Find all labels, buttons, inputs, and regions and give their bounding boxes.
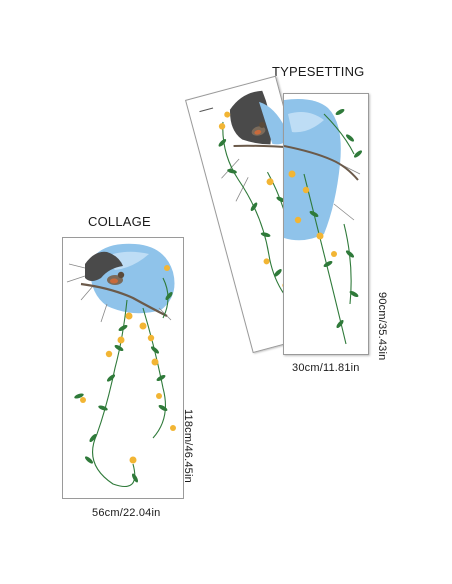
sky-opening	[284, 99, 341, 241]
bird-icon	[251, 121, 266, 136]
typesetting-right-artwork	[284, 99, 363, 345]
leaves	[74, 291, 173, 483]
rock-edge	[85, 251, 123, 281]
collage-artwork	[66, 243, 176, 488]
typesetting-panel-right	[283, 93, 369, 355]
typesetting-panel-left	[185, 75, 344, 354]
branch	[284, 145, 359, 181]
typesetting-height-label: 90cm/35.43in	[376, 292, 388, 361]
branch	[80, 282, 168, 317]
collage-title: COLLAGE	[88, 214, 151, 229]
typesetting-left-artwork	[199, 90, 307, 318]
collage-panel	[62, 237, 184, 499]
bird-icon	[107, 271, 125, 285]
collage-width-label: 56cm/22.04in	[92, 507, 161, 519]
flowers	[80, 265, 176, 464]
typesetting-width-label: 30cm/11.81in	[292, 362, 360, 374]
typesetting-title: TYPESETTING	[272, 64, 365, 79]
